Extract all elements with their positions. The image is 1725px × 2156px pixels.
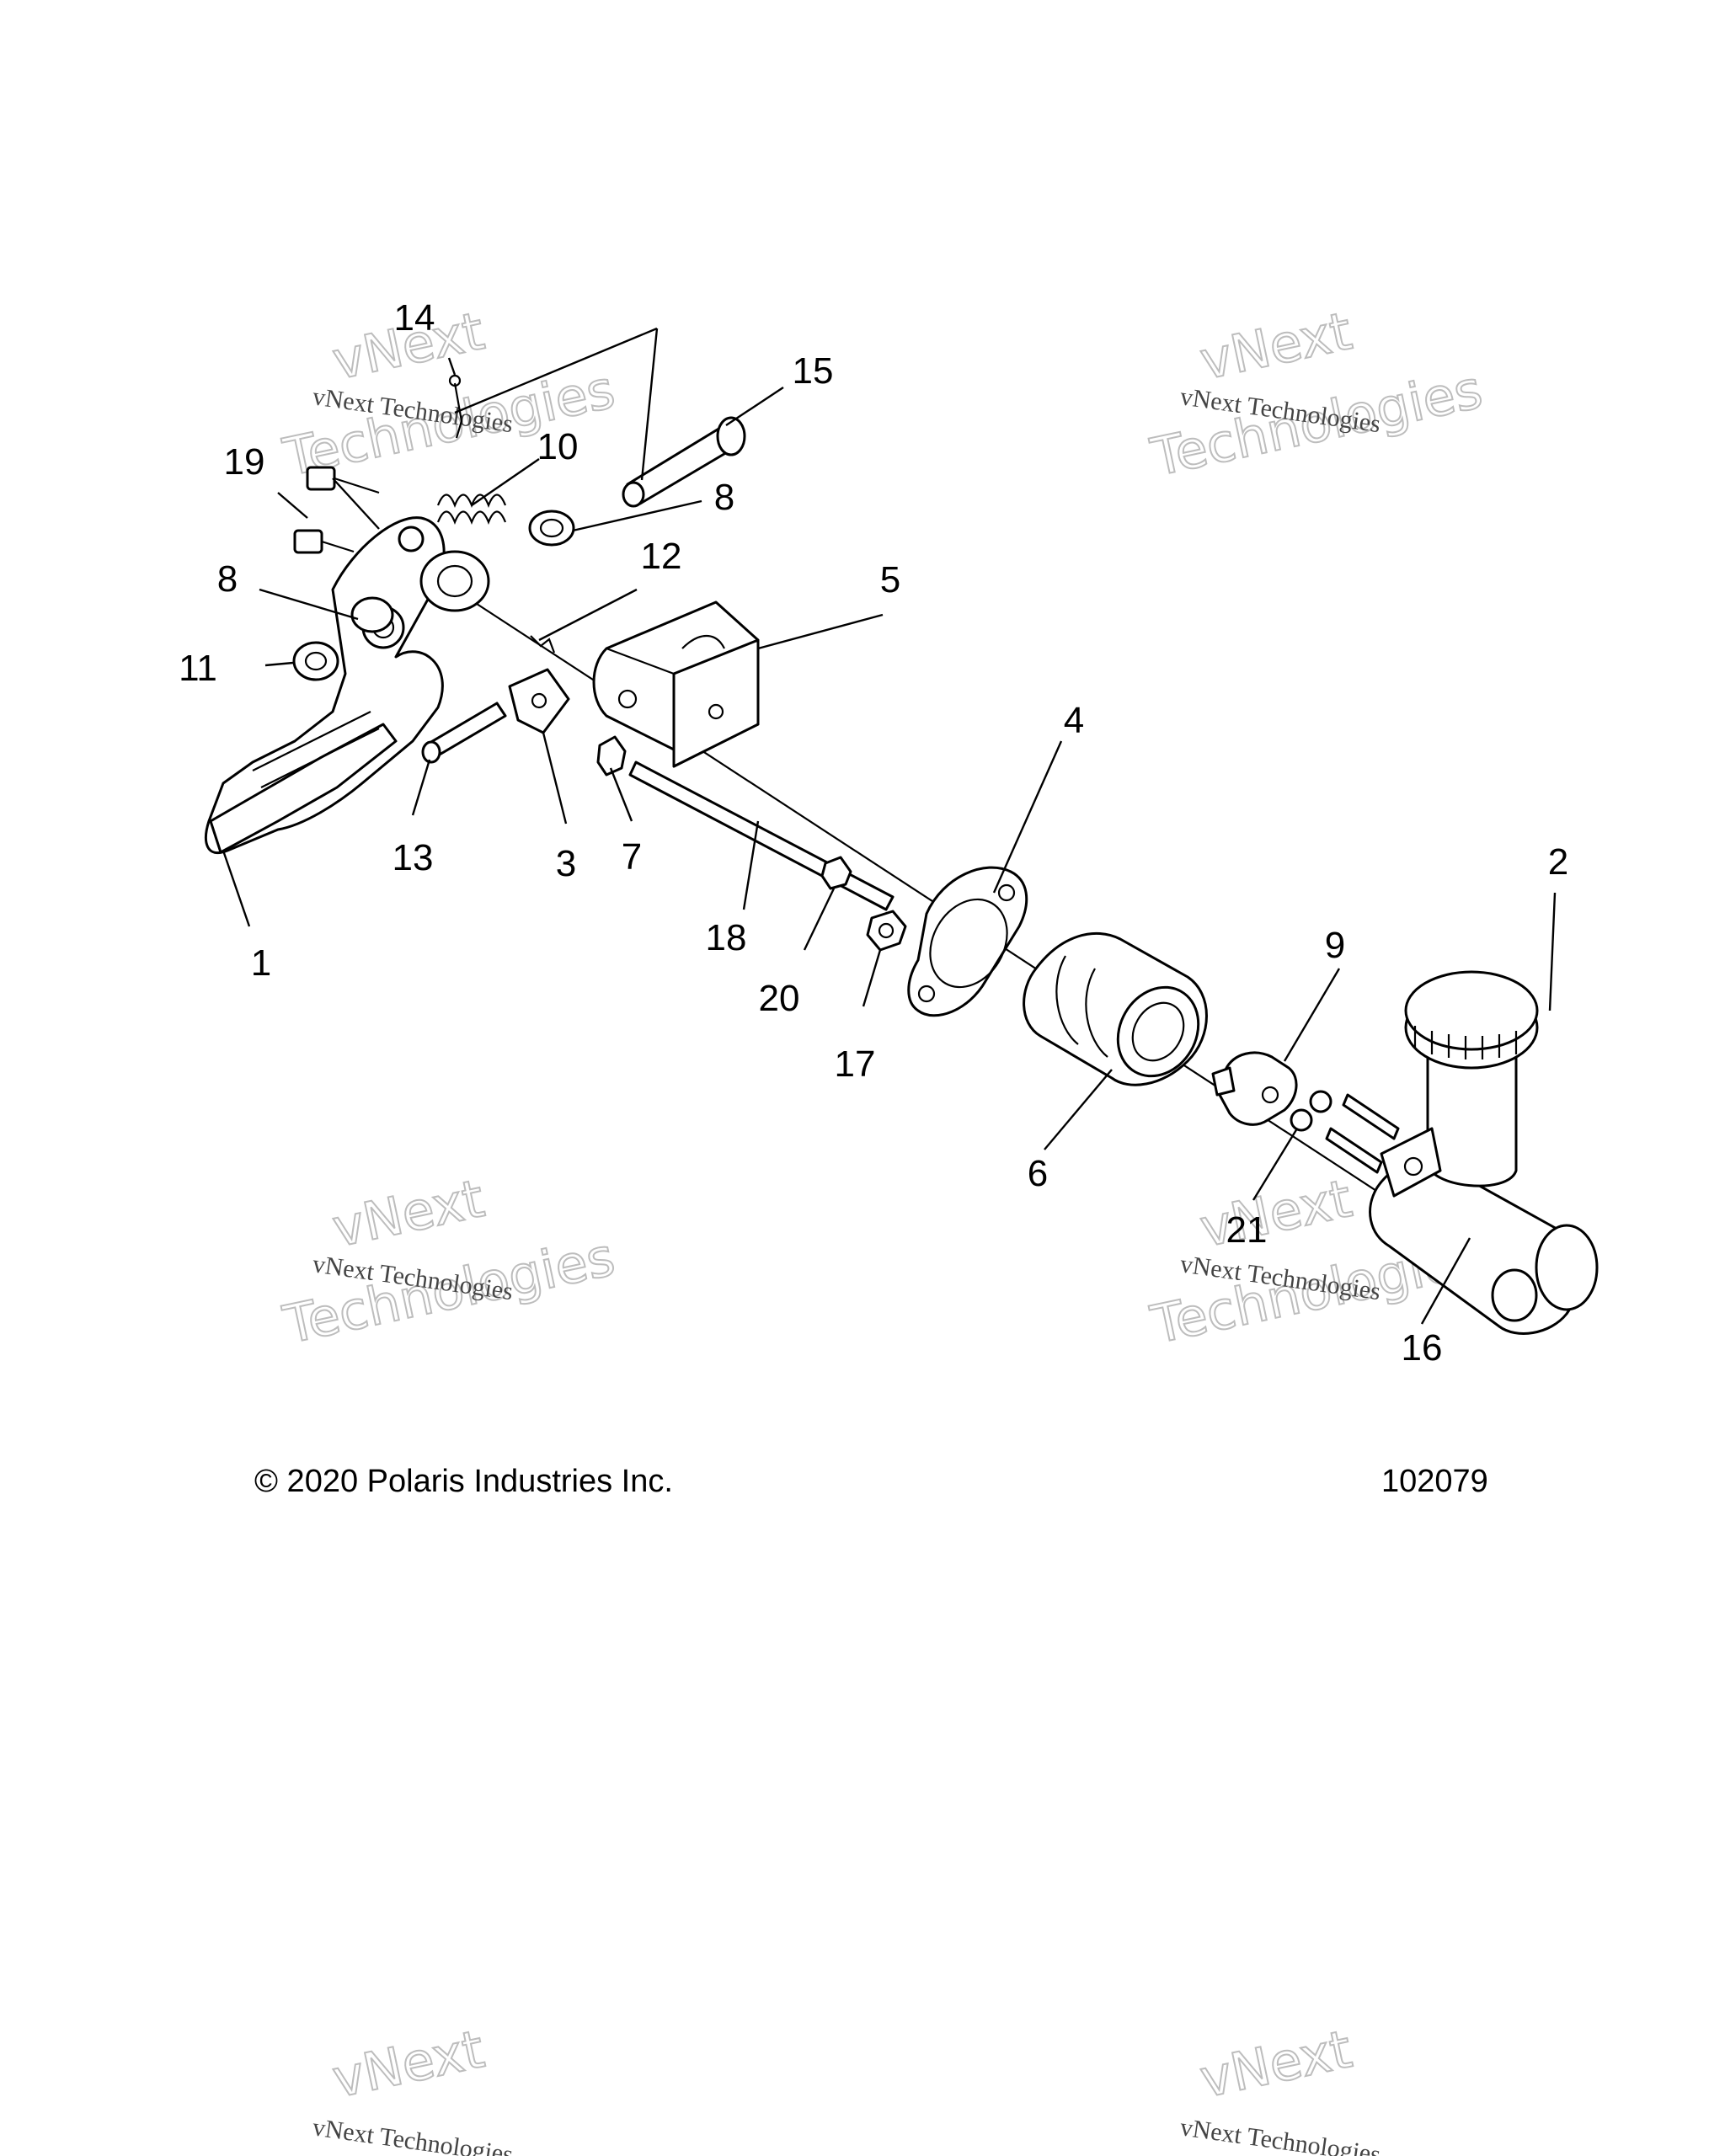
callout-18: 18	[706, 917, 747, 958]
callout-19: 19	[224, 441, 265, 483]
part-8-bushing-upper	[528, 510, 575, 547]
watermark-big-a: vNext	[1195, 300, 1357, 392]
part-11-washer	[292, 641, 339, 681]
watermark-bottom-right: vNext	[1194, 2017, 1358, 2111]
watermark-big-a: vNext	[1195, 2018, 1357, 2110]
watermark-small-bottom-right: vNext Technologies	[1178, 2113, 1382, 2156]
part-5-bracket	[592, 600, 760, 768]
callout-13: 13	[393, 837, 434, 878]
part-8-bushing-lower	[350, 596, 394, 633]
callout-11: 11	[179, 648, 217, 689]
part-2-master-cylinder	[1369, 970, 1599, 1335]
callout-4: 4	[1064, 700, 1084, 741]
part-7-nut	[596, 735, 627, 776]
callout-9: 9	[1325, 925, 1345, 966]
part-13-pin	[421, 702, 507, 764]
part-4-gasket-plate	[907, 866, 1028, 1017]
callout-12: 12	[641, 536, 682, 577]
callout-10: 10	[537, 426, 579, 467]
callout-20: 20	[759, 978, 800, 1019]
part-9-spacer	[1211, 1051, 1298, 1126]
part-20-rod-nut	[820, 856, 852, 890]
part-18-push-rod	[628, 760, 895, 911]
callout-15: 15	[793, 350, 834, 392]
callout-14: 14	[394, 297, 435, 339]
part-17-nut	[866, 910, 907, 952]
part-12-clip	[530, 635, 556, 654]
callout-21: 21	[1226, 1209, 1268, 1251]
watermark-big-a: vNext	[328, 2018, 489, 2110]
part-14-cotter-pin	[448, 374, 463, 439]
watermark-big-a: vNext	[1195, 1167, 1357, 1259]
callout-16: 16	[1402, 1327, 1443, 1369]
callout-1: 1	[251, 942, 271, 984]
callout-3: 3	[556, 843, 576, 884]
watermark-big-a: vNext	[328, 1167, 489, 1259]
part-6-boot	[1023, 932, 1208, 1086]
copyright-text: © 2020 Polaris Industries Inc.	[254, 1464, 673, 1499]
callout-17: 17	[835, 1043, 876, 1085]
callout-6: 6	[1028, 1153, 1048, 1194]
leader-lines	[222, 327, 1557, 1325]
part-15-clevis-pin	[622, 416, 746, 508]
watermark-bottom-left: vNext	[327, 2017, 490, 2111]
part-21-nuts	[1290, 1090, 1332, 1132]
part-3-clevis	[508, 668, 570, 734]
callout-8-lower: 8	[217, 558, 238, 600]
part-10-spring	[419, 494, 507, 612]
part-19-bolts	[293, 466, 380, 554]
watermark-small-bottom-left: vNext Technologies	[311, 2113, 515, 2156]
callout-7: 7	[622, 836, 642, 878]
figure-number: 102079	[1381, 1464, 1488, 1499]
part-1-pedal-lever	[205, 516, 446, 854]
callout-5: 5	[880, 559, 900, 600]
callout-labels: 1 2 3 4 5 6 7 8 8 9 10 11 12 13 14 15 16…	[179, 297, 1568, 1369]
callout-8-upper: 8	[714, 477, 734, 518]
callout-2: 2	[1548, 841, 1568, 883]
